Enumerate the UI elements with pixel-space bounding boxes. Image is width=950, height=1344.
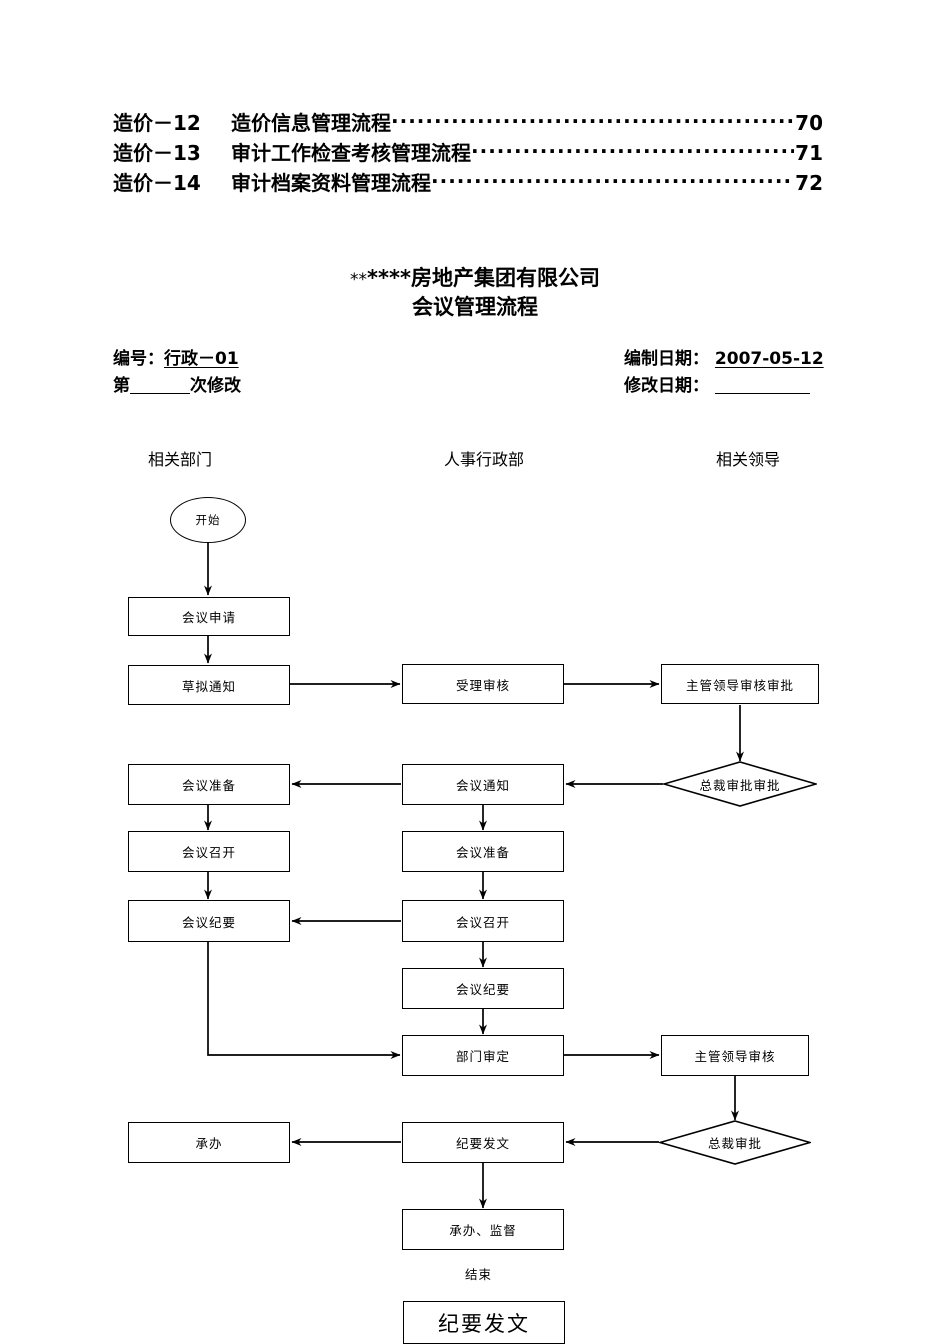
revision-count-row: 第 次修改	[113, 371, 241, 396]
flow-node-undertake-left[interactable]: 承办	[128, 1122, 290, 1163]
toc-entry-code: 造价－12	[113, 111, 201, 135]
lane-header-hr-admin: 人事行政部	[444, 450, 525, 469]
created-date-row: 编制日期： 2007-05-12	[624, 344, 824, 369]
toc-entry-leader-dots: ········································…	[431, 169, 794, 193]
flow-node-meeting-preparation-left[interactable]: 会议准备	[128, 764, 290, 805]
toc-entry: 造价－12 造价信息管理流程 ·························…	[113, 108, 823, 138]
modified-date-field[interactable]	[714, 393, 810, 394]
flow-node-ceo-approval-upper[interactable]: 总裁审批审批	[663, 761, 817, 807]
flow-node-undertake-supervise[interactable]: 承办、监督	[402, 1209, 564, 1250]
flow-node-meeting-application[interactable]: 会议申请	[128, 597, 290, 636]
flow-node-supervisor-review-approve[interactable]: 主管领导审核审批	[661, 664, 819, 704]
toc-entry-page: 70	[795, 111, 823, 135]
toc-entry-leader-dots: ········································…	[471, 139, 794, 163]
flow-node-supervisor-review[interactable]: 主管领导审核	[661, 1035, 809, 1076]
modified-date-row: 修改日期：	[624, 371, 810, 396]
document-number-row: 编号：行政－01	[113, 344, 239, 369]
flow-node-meeting-minutes-left[interactable]: 会议纪要	[128, 900, 290, 942]
toc-entry-code: 造价－14	[113, 171, 201, 195]
flow-node-ceo-approval-lower-label: 总裁审批	[707, 1136, 762, 1151]
flow-node-minutes-issue-large[interactable]: 纪要发文	[403, 1301, 565, 1344]
lane-header-related-departments: 相关部门	[148, 450, 213, 469]
toc-entry: 造价－14 审计档案资料管理流程 ·······················…	[113, 168, 823, 198]
document-subtitle: 会议管理流程	[412, 295, 538, 319]
lane-header-related-leaders: 相关领导	[716, 450, 781, 469]
flow-node-department-finalize[interactable]: 部门审定	[402, 1035, 564, 1076]
toc-entry-title: 审计档案资料管理流程	[231, 171, 431, 195]
flow-node-start[interactable]: 开始	[170, 497, 246, 543]
document-meta: 编号：行政－01 第 次修改 编制日期： 2007-05-12 修改日期：	[0, 344, 950, 400]
flow-node-draft-notice[interactable]: 草拟通知	[128, 665, 290, 705]
flow-node-ceo-approval-lower[interactable]: 总裁审批	[659, 1120, 811, 1165]
table-of-contents: 造价－12 造价信息管理流程 ·························…	[113, 108, 823, 198]
flow-node-minutes-issue[interactable]: 纪要发文	[402, 1122, 564, 1163]
document-number-value: 行政－01	[164, 349, 239, 369]
flow-node-meeting-hold-left[interactable]: 会议召开	[128, 831, 290, 872]
toc-entry-page: 71	[795, 141, 823, 165]
toc-entry-page: 72	[795, 171, 823, 195]
revision-prefix-label: 第	[113, 376, 130, 396]
title-stars-prefix: **	[350, 270, 368, 290]
revision-suffix-label: 次修改	[190, 376, 241, 396]
revision-count-field[interactable]	[130, 393, 190, 394]
flow-node-ceo-approval-upper-label: 总裁审批审批	[699, 777, 781, 793]
flow-node-acceptance-review[interactable]: 受理审核	[402, 664, 564, 704]
toc-entry: 造价－13 审计工作检查考核管理流程 ·····················…	[113, 138, 823, 168]
modified-date-label: 修改日期：	[624, 376, 709, 396]
toc-entry-leader-dots: ········································…	[391, 109, 794, 133]
created-date-value: 2007-05-12	[714, 349, 824, 369]
company-name: ****房地产集团有限公司	[367, 266, 600, 290]
created-date-label: 编制日期：	[624, 349, 709, 369]
flow-node-meeting-preparation-mid[interactable]: 会议准备	[402, 831, 564, 872]
flow-node-meeting-notice[interactable]: 会议通知	[402, 764, 564, 805]
toc-entry-code: 造价－13	[113, 141, 201, 165]
company-title-line: ******房地产集团有限公司	[0, 264, 950, 294]
toc-entry-title: 造价信息管理流程	[231, 111, 391, 135]
flow-node-end-label: 结束	[465, 1267, 493, 1282]
flow-node-meeting-hold-mid[interactable]: 会议召开	[402, 900, 564, 942]
page-title: ******房地产集团有限公司 会议管理流程	[0, 264, 950, 321]
flow-node-meeting-minutes-mid[interactable]: 会议纪要	[402, 968, 564, 1009]
document-number-label: 编号：	[113, 349, 164, 369]
toc-entry-title: 审计工作检查考核管理流程	[231, 141, 471, 165]
